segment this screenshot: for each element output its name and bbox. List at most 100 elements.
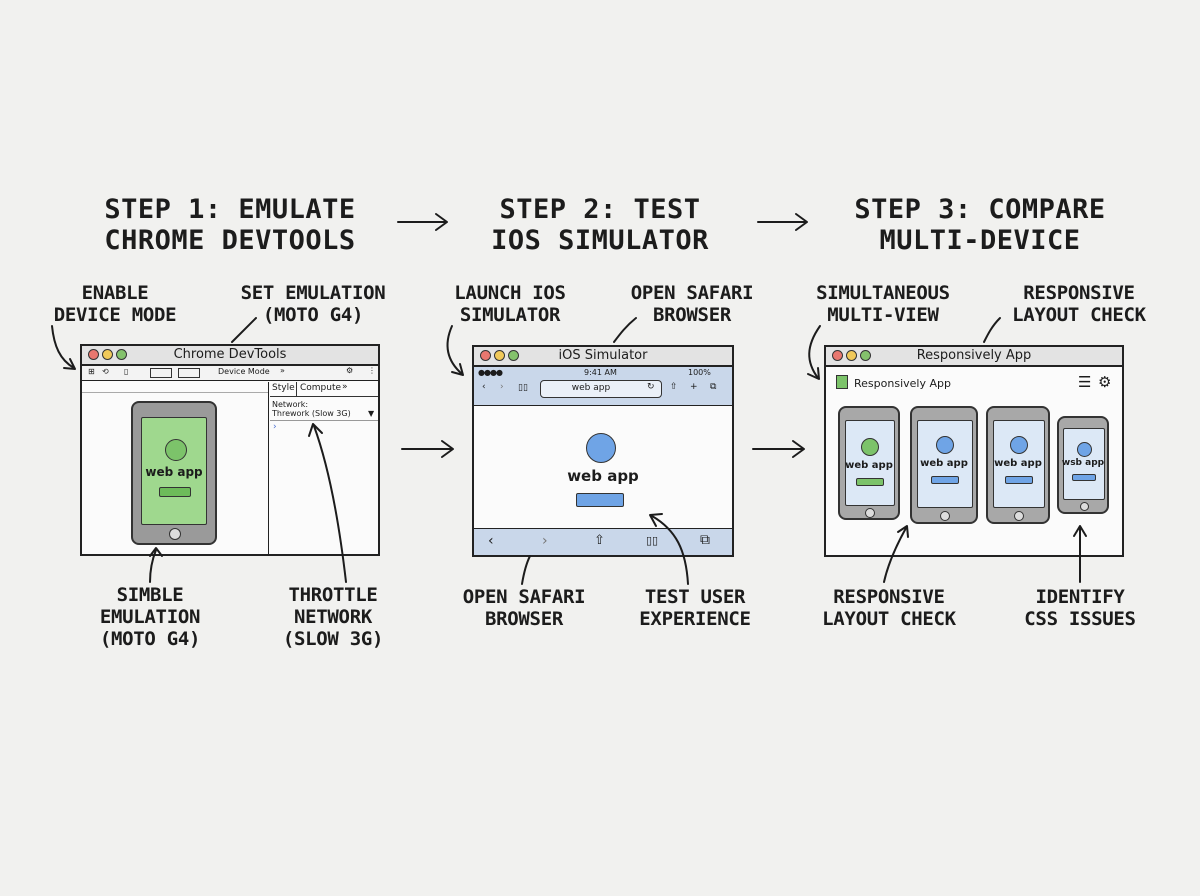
web-app-label: web app xyxy=(567,467,639,485)
tab-style[interactable]: Style xyxy=(272,383,295,393)
tab-more[interactable]: » xyxy=(342,382,348,392)
step-1-title: STEP 1: EMULATE CHROME DEVTOOLS xyxy=(104,194,356,256)
device-label: web app xyxy=(994,458,1042,469)
note-identify-css: IDENTIFY CSS ISSUES xyxy=(1024,586,1136,630)
arrow-right-icon xyxy=(757,213,808,231)
app-logo-circle xyxy=(936,436,954,454)
note-enable-device-mode: ENABLE DEVICE MODE xyxy=(53,282,177,326)
gear-icon[interactable]: ⚙ xyxy=(1098,373,1112,391)
close-dot[interactable] xyxy=(88,349,99,360)
signal-indicator: ●●●● xyxy=(478,368,503,377)
ios-titlebar: iOS Simulator xyxy=(474,347,732,367)
phone-screen xyxy=(141,417,207,525)
styles-panel: Style Compute » Network: Thrework (Slow … xyxy=(270,382,378,554)
app-button[interactable] xyxy=(856,478,884,486)
share-icon[interactable]: ⇧ xyxy=(670,382,678,392)
note-simultaneous: SIMULTANEOUS MULTI-VIEW xyxy=(816,282,950,326)
network-throttle-select[interactable]: Thrework (Slow 3G) xyxy=(272,409,351,418)
responsively-title: Responsively App xyxy=(916,348,1032,363)
devtools-toolbar: ⊞ ⟲ ▯ Device Mode » ⚙ ⋮ xyxy=(82,366,378,381)
callout-arrow xyxy=(446,325,464,376)
menu-icon[interactable]: ☰ xyxy=(1078,373,1092,391)
device-preview-1[interactable]: web app xyxy=(838,406,900,520)
bookmarks-icon[interactable]: ▯▯ xyxy=(518,383,528,393)
callout-arrow xyxy=(51,325,76,370)
device-label: wsb app xyxy=(1061,458,1105,468)
app-logo-circle xyxy=(1077,442,1092,457)
note-responsive-top: RESPONSIVE LAYOUT CHECK xyxy=(1012,282,1146,326)
new-tab-icon[interactable]: + xyxy=(690,382,698,392)
devtools-window: Chrome DevTools ⊞ ⟲ ▯ Device Mode » ⚙ ⋮ … xyxy=(80,344,380,556)
app-button[interactable] xyxy=(1005,476,1033,484)
minimize-dot[interactable] xyxy=(102,349,113,360)
app-button[interactable] xyxy=(1072,474,1096,481)
device-preview-3[interactable]: web app xyxy=(986,406,1050,524)
address-bar[interactable]: web app ↻ xyxy=(540,380,662,398)
viewport-select[interactable] xyxy=(150,368,172,378)
home-button[interactable] xyxy=(169,528,181,540)
app-logo-circle xyxy=(861,438,879,456)
note-open-safari-bottom: OPEN SAFARI BROWSER xyxy=(462,586,586,630)
note-launch-ios: LAUNCH IOS SIMULATOR xyxy=(454,282,566,326)
zoom-dot[interactable] xyxy=(860,350,871,361)
emulated-viewport xyxy=(82,382,269,554)
note-set-emulation: SET EMULATION (MOTO G4) xyxy=(240,282,386,326)
device-preview-2[interactable]: web app xyxy=(910,406,978,524)
app-logo-circle xyxy=(586,433,616,463)
close-dot[interactable] xyxy=(480,350,491,361)
viewport-size-box[interactable] xyxy=(178,368,200,378)
address-text: web app xyxy=(571,383,611,393)
ios-title: iOS Simulator xyxy=(558,348,648,363)
status-time: 9:41 AM xyxy=(584,368,617,377)
device-preview-4[interactable]: wsb app xyxy=(1057,416,1109,514)
note-open-safari-top: OPEN SAFARI BROWSER xyxy=(630,282,754,326)
forward-icon[interactable]: › xyxy=(500,382,504,392)
forward-icon[interactable]: › xyxy=(542,533,548,549)
app-button[interactable] xyxy=(159,487,191,497)
tabs-icon[interactable]: ⧉ xyxy=(700,532,710,548)
toolbar-more[interactable]: » xyxy=(280,366,285,375)
step-2-title: STEP 2: TEST IOS SIMULATOR xyxy=(491,194,709,256)
devtools-title: Chrome DevTools xyxy=(173,347,287,362)
close-dot[interactable] xyxy=(832,350,843,361)
app-logo-icon xyxy=(836,375,848,389)
note-responsive-bottom: RESPONSIVE LAYOUT CHECK xyxy=(822,586,956,630)
console-prompt[interactable]: › xyxy=(273,422,277,432)
zoom-dot[interactable] xyxy=(508,350,519,361)
ruler-icon[interactable]: ▯ xyxy=(124,367,129,376)
app-logo-circle xyxy=(165,439,187,461)
minimize-dot[interactable] xyxy=(494,350,505,361)
responsively-titlebar: Responsively App xyxy=(826,347,1122,367)
note-test-user-experience: TEST USER EXPERIENCE xyxy=(639,586,751,630)
arrow-right-icon xyxy=(401,440,454,458)
device-label: web app xyxy=(845,460,893,471)
bookmarks-icon[interactable]: ▯▯ xyxy=(646,534,659,547)
safari-toolbar: ●●●● 9:41 AM 100% ‹ › ▯▯ web app ↻ ⇧ + ⧉ xyxy=(474,367,732,406)
callout-arrow xyxy=(521,555,531,585)
status-battery: 100% xyxy=(688,368,711,377)
app-name: Responsively App xyxy=(854,377,951,390)
device-toggle-icon[interactable]: ⟲ xyxy=(102,367,109,376)
tabs-icon[interactable]: ⧉ xyxy=(710,382,717,392)
arrow-right-icon xyxy=(752,440,805,458)
back-icon[interactable]: ‹ xyxy=(488,533,494,549)
emulated-phone: web app xyxy=(131,401,217,545)
app-button[interactable] xyxy=(931,476,959,484)
share-icon[interactable]: ⇧ xyxy=(594,533,605,548)
tab-compute[interactable]: Compute xyxy=(300,383,342,393)
reload-icon[interactable]: ↻ xyxy=(647,382,655,392)
callout-arrow xyxy=(807,325,821,380)
app-button[interactable] xyxy=(576,493,624,507)
gear-icon[interactable]: ⚙ xyxy=(346,366,354,375)
web-app-label: web app xyxy=(145,465,203,479)
zoom-dot[interactable] xyxy=(116,349,127,360)
network-label: Network: xyxy=(272,400,309,409)
note-throttle-network: THROTTLE NETWORK (SLOW 3G) xyxy=(282,584,384,650)
ios-simulator-window: iOS Simulator ●●●● 9:41 AM 100% ‹ › ▯▯ w… xyxy=(472,345,734,557)
kebab-menu-icon[interactable]: ⋮ xyxy=(368,366,376,375)
back-icon[interactable]: ‹ xyxy=(482,382,486,392)
chevron-down-icon[interactable]: ▼ xyxy=(368,409,375,418)
minimize-dot[interactable] xyxy=(846,350,857,361)
device-mode-label[interactable]: Device Mode xyxy=(218,367,270,376)
inspect-icon[interactable]: ⊞ xyxy=(88,367,95,376)
